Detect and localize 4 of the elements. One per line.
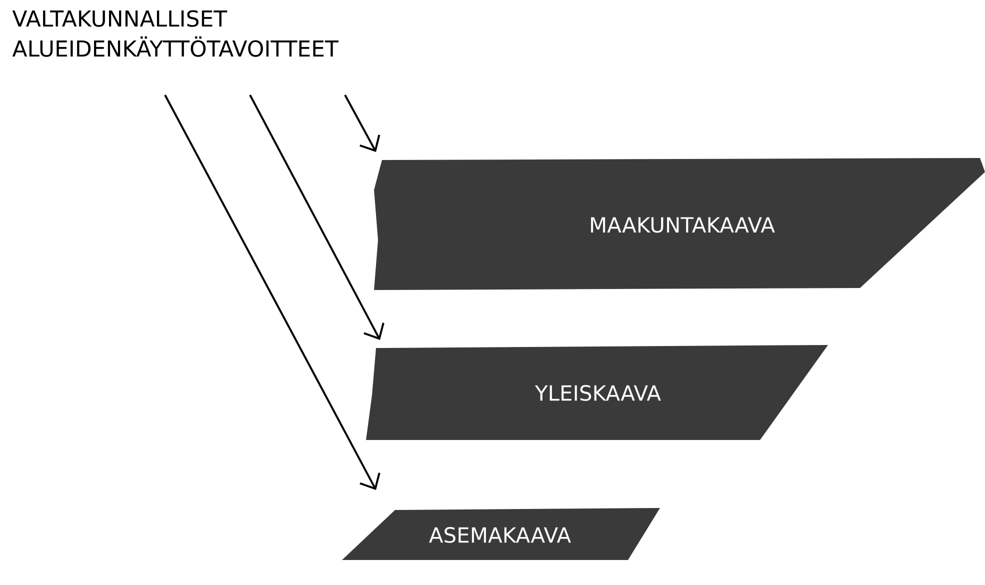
- heading-text: VALTAKUNNALLISET ALUEIDENKÄYTTÖTAVOITTEET: [12, 10, 338, 57]
- arrow: [344, 94, 380, 152]
- arrow: [164, 94, 380, 490]
- arrow: [249, 94, 384, 340]
